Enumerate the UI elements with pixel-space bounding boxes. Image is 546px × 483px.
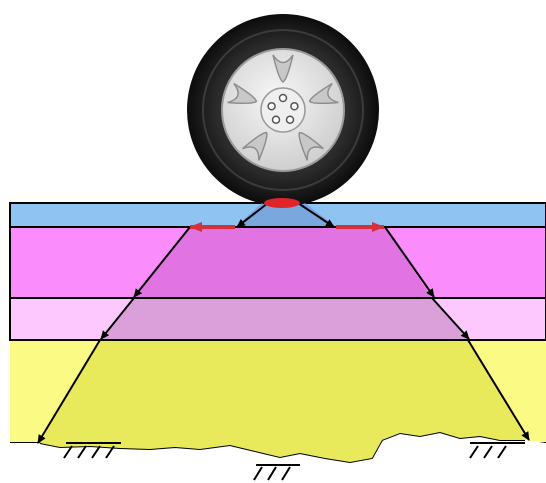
wheel-icon — [187, 14, 379, 206]
contact-patch — [264, 198, 300, 208]
pressure-zone-subbase — [100, 298, 468, 340]
